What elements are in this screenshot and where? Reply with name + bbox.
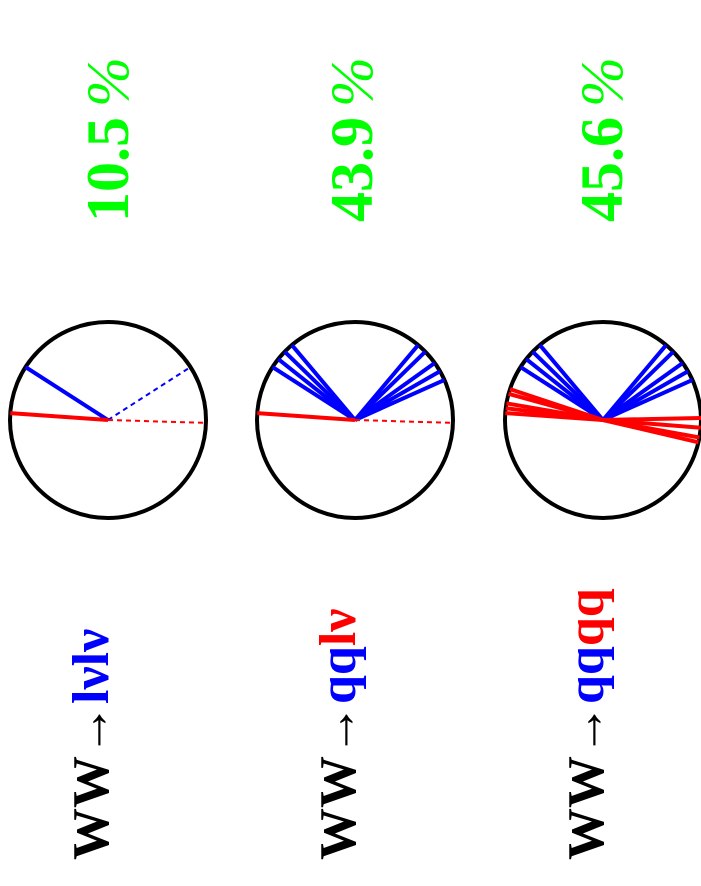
channel-2-arrow: → <box>310 704 367 756</box>
blue-track-1 <box>24 365 110 422</box>
channel-2-label: WW→qqlν <box>310 608 367 860</box>
channel-qqqq: WW→qqqq 45.6% <box>503 57 701 860</box>
event-display-1 <box>8 320 208 520</box>
fraction-1: 10.5% <box>75 57 141 222</box>
channel-qqlv: WW→qqlν 43.9% <box>255 57 455 860</box>
blue-track-4 <box>290 343 357 422</box>
blue-missing-track-1 <box>107 366 192 421</box>
event-display-2 <box>255 320 455 520</box>
fraction-3-value: 45.6 <box>569 117 635 222</box>
red-track-9 <box>602 418 699 445</box>
red-track-1 <box>257 411 356 422</box>
fraction-2: 43.9% <box>319 57 385 222</box>
channel-3-products-a: qq <box>558 646 615 704</box>
channel-2-products-b: lν <box>310 608 367 646</box>
red-track-5 <box>509 387 604 422</box>
fraction-3: 45.6% <box>569 57 635 222</box>
fraction-1-unit: % <box>75 57 141 107</box>
channel-3-prefix: WW <box>558 756 615 860</box>
blue-track-6 <box>353 350 427 422</box>
channel-1-prefix: WW <box>63 756 120 860</box>
channel-lvlv: WW→lνlν 10.5% <box>8 57 208 860</box>
blue-track-9 <box>354 378 446 422</box>
channel-3-arrow: → <box>558 704 615 756</box>
blue-track-4 <box>538 343 605 422</box>
channel-2-prefix: WW <box>310 756 367 860</box>
detector-circle <box>503 320 701 520</box>
red-track-1 <box>10 411 109 422</box>
fraction-1-value: 10.5 <box>75 117 141 222</box>
channel-3-label: WW→qqqq <box>558 588 615 860</box>
detector-circle <box>8 320 208 520</box>
channel-1-products: lνlν <box>63 629 120 704</box>
channel-1-label: WW→lνlν <box>63 629 120 860</box>
fraction-2-value: 43.9 <box>319 117 385 222</box>
red-missing-track-1 <box>354 419 453 424</box>
detector-circle <box>255 320 455 520</box>
red-missing-track-1 <box>107 419 206 424</box>
event-display-3 <box>503 320 701 520</box>
channel-1-arrow: → <box>63 704 120 756</box>
channel-3-products-b: qq <box>558 588 615 646</box>
channel-2-products-a: qq <box>310 646 367 704</box>
blue-track-6 <box>601 350 675 422</box>
blue-track-9 <box>602 378 694 422</box>
fraction-3-unit: % <box>569 57 635 107</box>
fraction-2-unit: % <box>319 57 385 107</box>
